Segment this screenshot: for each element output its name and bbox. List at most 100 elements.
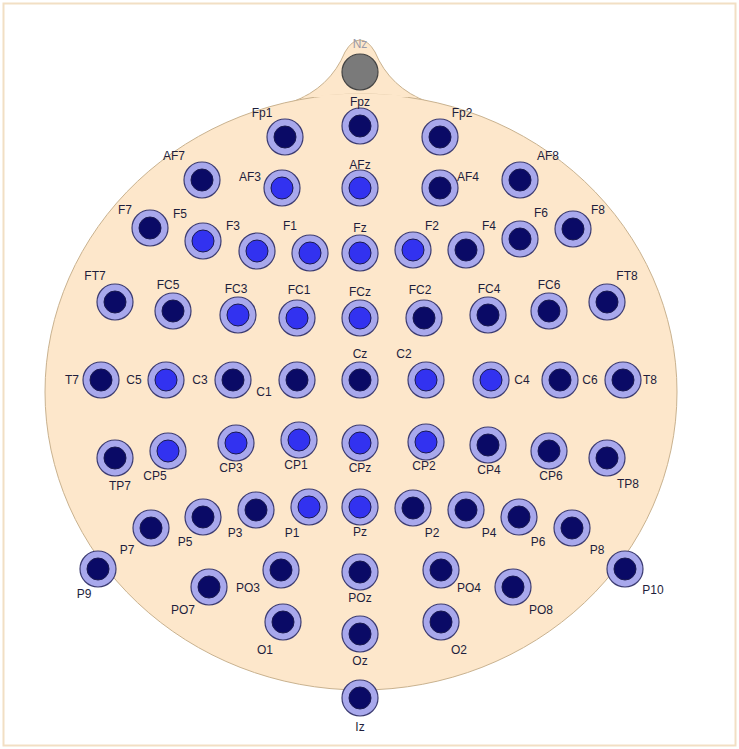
electrode-symbol (553, 509, 591, 547)
electrode-symbol (237, 491, 275, 529)
electrode-contact (274, 126, 296, 148)
electrode-label: FC5 (157, 278, 180, 292)
electrode-contact (349, 687, 371, 709)
electrode-symbol (500, 498, 538, 536)
electrode-label: AFz (349, 158, 370, 172)
electrode: F4 (447, 231, 485, 269)
electrode-ring (531, 293, 567, 329)
electrode: F1 (291, 234, 329, 272)
electrode: F2 (394, 231, 432, 269)
electrode: TP7 (96, 439, 134, 477)
electrode-label: O2 (451, 643, 467, 657)
electrode-label: CPz (349, 461, 372, 475)
electrode-label: CP6 (539, 469, 562, 483)
electrode-label: P4 (482, 526, 497, 540)
electrode-contact (415, 431, 437, 453)
electrode-contact (225, 432, 247, 454)
electrode-label: CP2 (412, 459, 435, 473)
electrode-contact (596, 291, 618, 313)
electrode-symbol (341, 553, 379, 591)
electrode-ring (291, 489, 327, 525)
electrode: CP6 (530, 432, 568, 470)
electrode: T8 (604, 361, 642, 399)
electrode-symbol (469, 426, 507, 464)
electrode-label: FC2 (409, 283, 432, 297)
electrode-ring (607, 551, 643, 587)
electrode-symbol (530, 432, 568, 470)
electrode-label: P8 (590, 543, 605, 557)
electrode: P2 (394, 489, 432, 527)
electrode-symbol (96, 439, 134, 477)
electrode-contact (349, 115, 371, 137)
electrode-symbol (79, 550, 117, 588)
electrode-ring (501, 499, 537, 535)
electrode-label: P10 (642, 583, 663, 597)
electrode-label: F7 (118, 203, 132, 217)
electrode-contact (415, 369, 437, 391)
electrode-symbol (341, 488, 379, 526)
electrode-ring (554, 510, 590, 546)
electrode-ring (83, 362, 119, 398)
electrode-symbol (341, 299, 379, 337)
electrode-symbol (501, 220, 539, 258)
electrode: P5 (184, 498, 222, 536)
frame (4, 4, 736, 746)
electrode-contact (87, 558, 109, 580)
electrode-ring (342, 300, 378, 336)
electrode-ring (423, 604, 459, 640)
electrode-symbol (469, 296, 507, 334)
electrode-label: FC6 (538, 278, 561, 292)
electrode: PO7 (190, 568, 228, 606)
electrode-symbol (217, 424, 255, 462)
electrode-contact (246, 240, 268, 262)
electrode: FT8 (588, 283, 626, 321)
electrode-symbol (606, 550, 644, 588)
electrode: F7 (131, 209, 169, 247)
electrode: F3 (238, 232, 276, 270)
electrode-symbol (407, 361, 445, 399)
electrode-label: Fp1 (252, 106, 273, 120)
electrode-label: F2 (425, 219, 439, 233)
electrode: C6 (541, 361, 579, 399)
electrode-symbol (341, 53, 379, 91)
electrode-ring (215, 362, 251, 398)
electrode-symbol (82, 361, 120, 399)
electrode: F8 (554, 210, 592, 248)
electrode-contact (192, 230, 214, 252)
electrode-label: PO7 (171, 603, 195, 617)
electrode-symbol (214, 361, 252, 399)
electrode-ring (342, 54, 378, 90)
electrode-ring (448, 232, 484, 268)
electrode: POz (341, 553, 379, 591)
electrode-contact (349, 496, 371, 518)
electrode-label: CP3 (219, 461, 242, 475)
electrode-label: C6 (582, 373, 597, 387)
electrode-symbol (262, 551, 300, 589)
electrode-ring (155, 293, 191, 329)
electrode-label: CP5 (143, 469, 166, 483)
electrode: CP3 (217, 424, 255, 462)
electrode-ring (605, 362, 641, 398)
electrode: CP2 (407, 423, 445, 461)
electrode-ring (279, 300, 315, 336)
electrode-contact (538, 300, 560, 322)
electrode-label: FC4 (478, 282, 501, 296)
electrode: C4 (472, 361, 510, 399)
electrode-contact (349, 369, 371, 391)
electrode-contact (413, 307, 435, 329)
electrode-ring (97, 440, 133, 476)
electrode-symbol (280, 421, 318, 459)
electrode-contact (222, 369, 244, 391)
electrode-symbol (421, 169, 459, 207)
electrode-contact (538, 440, 560, 462)
electrode-ring (342, 680, 378, 716)
electrode-symbol (278, 361, 316, 399)
electrode: Fpz (341, 107, 379, 145)
electrode-contact (349, 177, 371, 199)
electrode-label: POz (348, 591, 371, 605)
electrode: PO3 (262, 551, 300, 589)
electrode-label: F1 (283, 219, 297, 233)
electrode: C2 (407, 361, 445, 399)
electrode: CP1 (280, 421, 318, 459)
electrode: FC2 (405, 299, 443, 337)
